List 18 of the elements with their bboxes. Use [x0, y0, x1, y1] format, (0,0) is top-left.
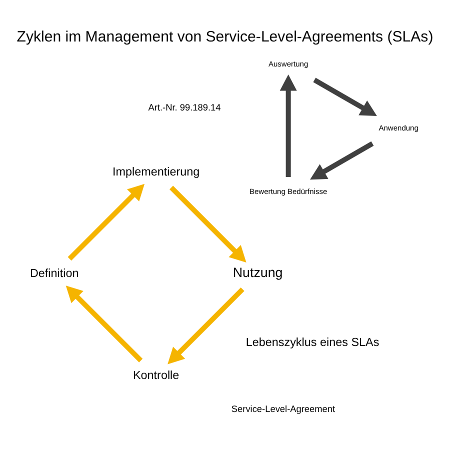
arrow [66, 285, 143, 362]
label: Lebenszyklus eines SLAs [246, 335, 380, 348]
arrow [313, 77, 377, 116]
arrow [280, 74, 297, 177]
arrow [68, 183, 145, 260]
node-text: Anwendung [378, 122, 418, 132]
node-text: Definition [30, 266, 79, 280]
label: Service-Level-Agreement [231, 403, 336, 414]
node-text: Nutzung [232, 264, 283, 280]
node-text: Implementierung [112, 164, 200, 178]
arrow [168, 287, 244, 364]
arrow [310, 140, 374, 180]
node-text: Auswertung [268, 59, 308, 68]
diagram-title: Zyklen im Management von Service-Level-Agreements (SLAs) [16, 28, 434, 46]
node-text: Kontrolle [132, 368, 180, 382]
label: Art.-Nr. 99.189.14 [148, 102, 221, 112]
arrow [170, 185, 246, 262]
node-text: Bewertung Bedürfnisse [249, 186, 328, 196]
